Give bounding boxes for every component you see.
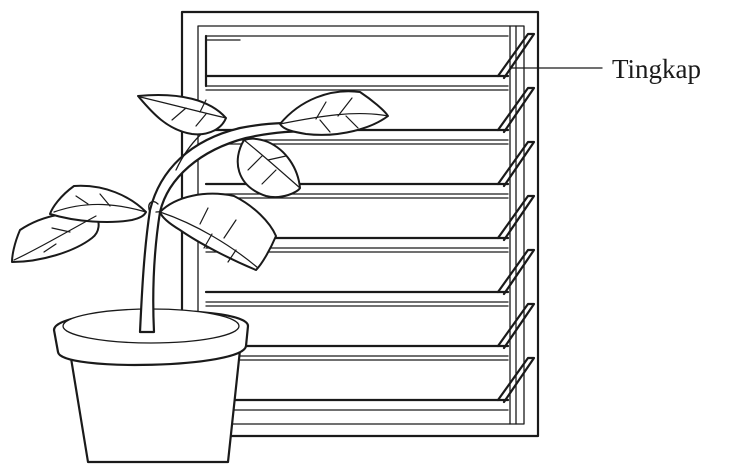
- label-tingkap: Tingkap: [612, 54, 701, 84]
- leaf: [12, 186, 146, 262]
- leaf: [280, 91, 388, 135]
- louvre-slat: [206, 34, 534, 86]
- leaf: [138, 95, 226, 134]
- leaf: [160, 194, 276, 270]
- potted-plant: [12, 91, 388, 462]
- louvre-slat: [206, 358, 534, 410]
- window-label: Tingkap: [512, 54, 701, 84]
- louvre-slat: [206, 304, 534, 356]
- pot-body: [70, 350, 240, 462]
- leaf: [238, 139, 300, 197]
